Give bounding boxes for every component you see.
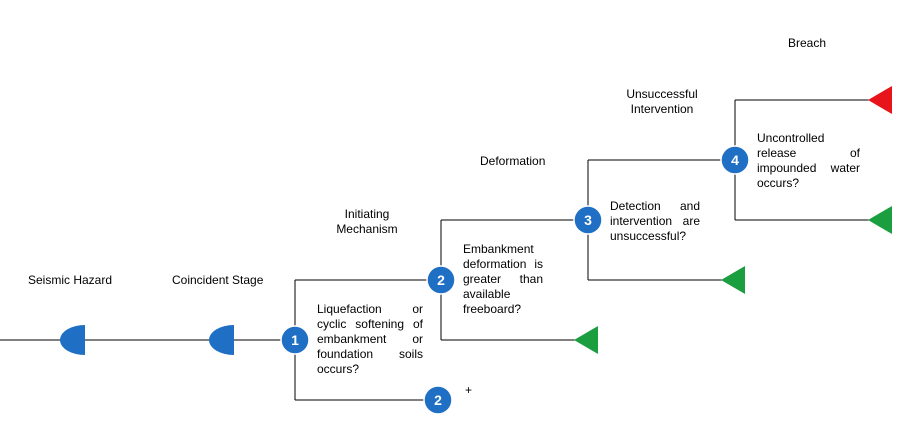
header-initiating-mechanism: Initiating Mechanism (336, 207, 398, 236)
coincident-stage-node-icon[interactable] (209, 325, 234, 355)
seismic-hazard-node-icon[interactable] (60, 325, 85, 355)
question-node-3: Detection and intervention are unsuccess… (610, 199, 700, 243)
chance-node-1-icon (280, 325, 310, 355)
chance-node-1-number: 1 (291, 332, 299, 348)
chance-node-1[interactable]: 1 (280, 325, 310, 355)
question-node-4: Uncontrolled release of impounded water … (757, 131, 860, 190)
header-breach: Breach (788, 36, 827, 50)
header-unsuccessful-intervention: Unsuccessful Intervention (626, 87, 698, 116)
chance-node-3[interactable]: 3 (573, 205, 603, 235)
chance-node-3-icon (573, 205, 603, 235)
chance-node-2-icon (426, 265, 456, 295)
chance-node-2-collapsed-number: 2 (434, 392, 442, 408)
breach-terminal-red-triangle-icon[interactable] (868, 86, 892, 114)
question-node-2: Embankment deformation is greater than a… (463, 242, 543, 316)
question-node-1: Liquefaction or cyclic softening of emba… (317, 302, 423, 376)
chance-node-4[interactable]: 4 (720, 145, 750, 175)
header-deformation: Deformation (480, 154, 546, 168)
collapsed-subtree-expand-button[interactable]: + (465, 383, 473, 397)
chance-node-2-number: 2 (437, 272, 445, 288)
chance-node-2-collapsed-icon (423, 385, 453, 415)
header-coincident-stage: Coincident Stage (172, 273, 264, 287)
intervention-success-terminal-green-triangle-icon[interactable] (721, 266, 745, 294)
no-breach-terminal-green-triangle-icon[interactable] (868, 206, 892, 234)
no-deformation-terminal-green-triangle-icon[interactable] (574, 326, 598, 354)
chance-node-2[interactable]: 2 (426, 265, 456, 295)
chance-node-4-number: 4 (731, 152, 739, 168)
chance-node-3-number: 3 (584, 212, 592, 228)
header-seismic-hazard: Seismic Hazard (28, 273, 113, 287)
chance-node-2-collapsed[interactable]: 2 (423, 385, 453, 415)
chance-node-4-icon (720, 145, 750, 175)
